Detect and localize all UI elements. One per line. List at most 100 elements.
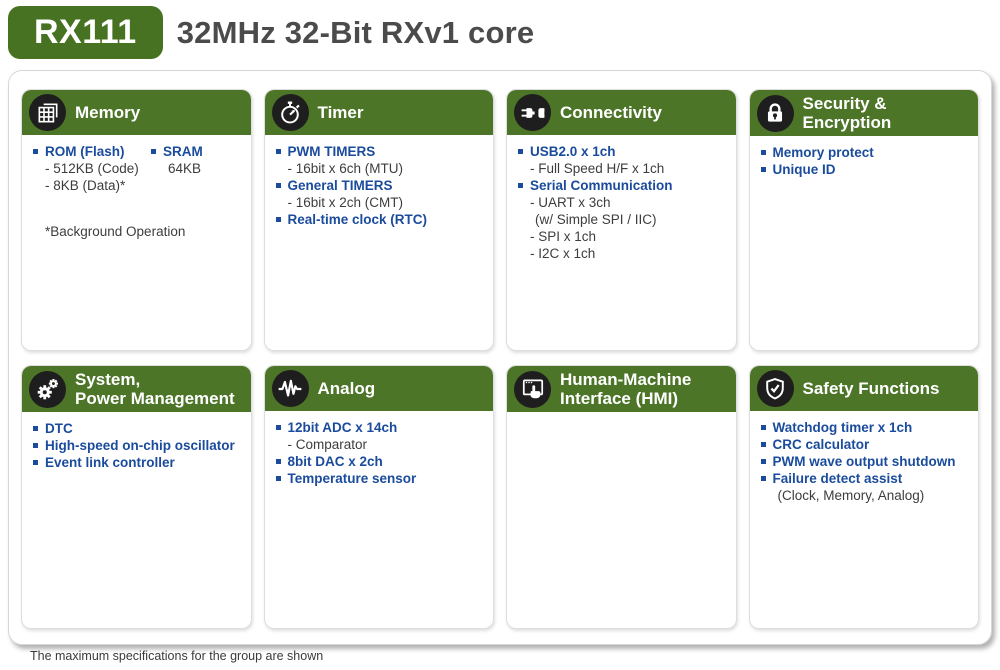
feature-item: Temperature sensor [275, 470, 486, 487]
memory-rom-column: ROM (Flash)- 512KB (Code)- 8KB (Data)* [33, 143, 151, 194]
card-title: Timer [317, 102, 364, 122]
bullet-square-icon [151, 149, 156, 154]
bullet-square-icon [275, 425, 281, 430]
bullet-square-icon [518, 183, 523, 188]
feature-item-label: Failure detect assist [772, 471, 903, 486]
feature-subitem: 64KB [168, 161, 202, 176]
card-analog-header: Analog [264, 366, 493, 411]
bullet-square-icon [275, 149, 281, 154]
feature-item: Watchdog timer x 1ch [760, 419, 971, 436]
product-badge: RX111 [8, 6, 163, 60]
footer-note: The maximum specifications for the group… [30, 649, 324, 663]
card-hmi-body [507, 412, 736, 628]
feature-subitem: - SPI x 1ch [530, 229, 597, 244]
touch-screen-icon [514, 370, 551, 408]
card-analog-body: 12bit ADC x 14ch - Comparator 8bit DAC x 2… [265, 411, 494, 628]
plug-icon [514, 94, 551, 131]
feature-item-label: Event link controller [45, 455, 175, 471]
feature-item: Event link controller [33, 454, 243, 471]
feature-item-label: Unique ID [772, 162, 836, 178]
feature-item-label: USB2.0 x 1ch [530, 144, 616, 159]
gears-icon [29, 370, 66, 408]
card-system-power-header: System, Power Management [22, 366, 251, 413]
bullet-square-icon [33, 426, 38, 432]
bullet-square-icon [760, 425, 766, 430]
memory-footnote: *Background Operation [45, 224, 186, 239]
card-title: System, Power Management [75, 370, 235, 409]
feature-item: DTC [33, 420, 243, 437]
memory-columns: ROM (Flash)- 512KB (Code)- 8KB (Data)* S… [33, 143, 243, 194]
feature-item: 8bit DAC x 2ch [275, 453, 486, 470]
bullet-square-icon [33, 149, 38, 154]
lock-icon [756, 94, 794, 132]
card-hmi-header: Human-Machine Interface (HMI) [507, 366, 736, 413]
feature-item: Memory protect [760, 144, 971, 161]
card-timer-body: PWM TIMERS- 16bit x 6ch (MTU)General TIM… [265, 135, 494, 350]
feature-item: USB2.0 x 1ch [518, 143, 728, 160]
feature-item-label: Real-time clock (RTC) [287, 212, 428, 227]
bullet-square-icon [275, 459, 281, 464]
feature-item: Failure detect assist [760, 470, 971, 487]
feature-item-label: 12bit ADC x 14ch [287, 420, 398, 435]
feature-item: CRC calculator [760, 436, 971, 453]
feature-item-label: Memory protect [772, 145, 874, 161]
feature-item-label: DTC [45, 421, 73, 437]
feature-item-label: ROM (Flash) [45, 144, 125, 159]
feature-item-label: PWM TIMERS [287, 144, 376, 159]
bullet-square-icon [760, 442, 766, 447]
feature-subitem: - 8KB (Data)* [45, 178, 126, 193]
feature-subitem: - 16bit x 2ch (CMT) [287, 195, 404, 210]
card-timer: Timer PWM TIMERS- 16bit x 6ch (MTU)Gener… [263, 89, 494, 351]
stopwatch-icon [271, 94, 309, 131]
feature-subitem: - I2C x 1ch [530, 246, 596, 261]
bullet-square-icon [33, 443, 38, 449]
card-security-header: Security & Encryption [749, 90, 978, 137]
card-memory: Memory ROM (Flash)- 512KB (Code)- 8KB (D… [21, 89, 252, 351]
card-connectivity-header: Connectivity [507, 90, 736, 135]
feature-item: 12bit ADC x 14ch [275, 419, 486, 436]
page-title: 32MHz 32-Bit RXv1 core [176, 14, 535, 50]
bullet-square-icon [760, 167, 766, 173]
feature-subitem: - Full Speed H/F x 1ch [530, 161, 665, 176]
bullet-square-icon [518, 149, 523, 154]
card-title: Security & Encryption [802, 94, 892, 133]
feature-item-label: CRC calculator [772, 437, 870, 452]
bullet-square-icon [33, 460, 38, 466]
feature-subitem: (w/ Simple SPI / IIC) [535, 212, 657, 227]
feature-item: SRAM [151, 143, 203, 160]
feature-board: Memory ROM (Flash)- 512KB (Code)- 8KB (D… [8, 70, 992, 645]
feature-item: PWM wave output shutdown [760, 453, 971, 470]
bullet-square-icon [760, 476, 766, 481]
card-memory-header: Memory [22, 90, 251, 135]
feature-subitem: - Comparator [287, 437, 368, 452]
feature-item-label: High-speed on-chip oscillator [45, 438, 235, 454]
feature-item-label: Temperature sensor [287, 471, 417, 486]
feature-subitem: - UART x 3ch [530, 195, 611, 210]
feature-item: Unique ID [760, 161, 971, 178]
card-title: Connectivity [560, 102, 663, 122]
card-analog: Analog 12bit ADC x 14ch - Comparator 8bit … [263, 365, 494, 629]
memory-chip-icon [29, 94, 66, 131]
feature-item: High-speed on-chip oscillator [33, 437, 243, 454]
card-timer-header: Timer [264, 90, 493, 135]
card-connectivity: Connectivity USB2.0 x 1ch - Full Speed H/… [506, 89, 737, 351]
waveform-icon [271, 370, 309, 407]
bullet-square-icon [275, 476, 281, 481]
page-header: RX111 32MHz 32-Bit RXv1 core [8, 6, 535, 60]
feature-item-label: Watchdog timer x 1ch [772, 420, 913, 435]
card-hmi: Human-Machine Interface (HMI) [506, 365, 737, 629]
card-title: Human-Machine Interface (HMI) [560, 370, 692, 409]
bullet-square-icon [760, 459, 766, 464]
card-title: Analog [317, 378, 376, 398]
feature-item-label: 8bit DAC x 2ch [287, 454, 383, 469]
card-memory-body: ROM (Flash)- 512KB (Code)- 8KB (Data)* S… [22, 135, 251, 350]
feature-item: ROM (Flash) [33, 143, 151, 160]
